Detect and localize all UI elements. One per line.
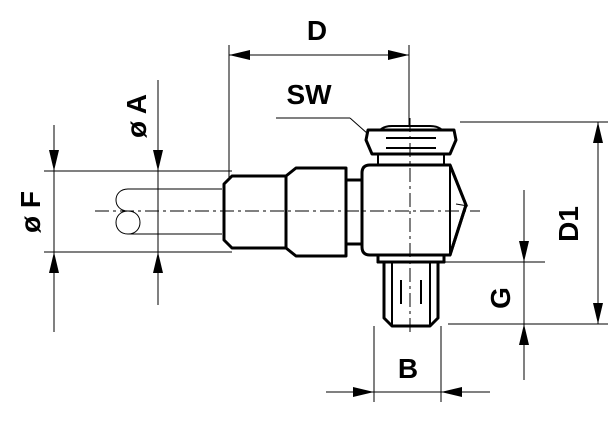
dimension-of: ø F: [15, 125, 59, 332]
threaded-stud: [376, 253, 446, 328]
dimension-oa-label: ø A: [121, 94, 152, 138]
dimension-d-label: D: [307, 15, 327, 46]
dimension-oa: ø A: [121, 80, 163, 305]
dimension-b-label: B: [398, 353, 418, 384]
dimension-of-label: ø F: [15, 191, 46, 233]
dimension-g: G: [440, 190, 545, 380]
dimension-d1: D1: [448, 121, 608, 325]
tube: [115, 188, 222, 235]
dimension-sw-label: SW: [286, 79, 332, 110]
center-lines: [95, 118, 480, 336]
banjo-body: [360, 163, 469, 257]
dimension-d1-label: D1: [553, 206, 584, 242]
dimension-b: B: [326, 326, 490, 402]
dimension-sw: SW: [276, 79, 369, 135]
push-in-arm: [222, 166, 364, 258]
dimension-d: D: [228, 15, 410, 178]
dimension-g-label: G: [485, 287, 516, 309]
hex-nut: [364, 125, 458, 165]
extension-lines-left: [44, 170, 232, 253]
